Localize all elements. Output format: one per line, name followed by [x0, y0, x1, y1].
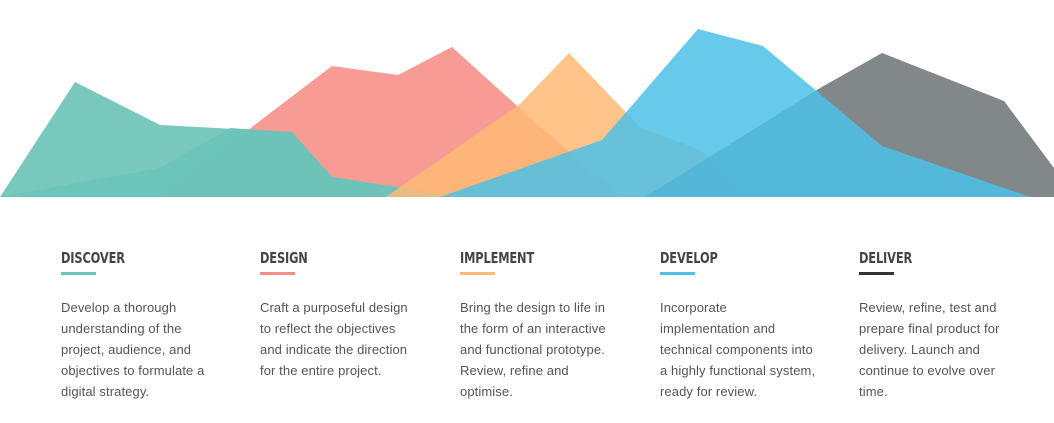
stage-underline-deliver	[859, 272, 894, 275]
mountain-develop	[440, 29, 1030, 197]
stage-underline-implement	[460, 272, 495, 275]
mountain-range-illustration	[0, 29, 1054, 197]
stage-underline-design	[260, 272, 295, 275]
stage-deliver: DELIVER Review, refine, test and prepare…	[859, 248, 1019, 402]
stage-description-deliver: Review, refine, test and prepare final p…	[859, 300, 1000, 399]
stage-discover: DISCOVER Develop a thorough understandin…	[61, 248, 221, 402]
stage-implement: IMPLEMENT Bring the design to life in th…	[460, 248, 620, 402]
stage-title-develop: DEVELOP	[660, 249, 718, 267]
process-stages: DISCOVER Develop a thorough understandin…	[0, 248, 1054, 423]
stage-underline-develop	[660, 272, 695, 275]
stage-develop: DEVELOP Incorporate implementation and t…	[660, 248, 820, 402]
stage-title-design: DESIGN	[260, 249, 308, 267]
stage-title-implement: IMPLEMENT	[460, 249, 535, 267]
stage-title-deliver: DELIVER	[859, 249, 913, 267]
stage-description-discover: Develop a thorough understanding of the …	[61, 300, 205, 399]
stage-description-develop: Incorporate implementation and technical…	[660, 300, 816, 399]
stage-design: DESIGN Craft a purposeful design to refl…	[260, 248, 420, 381]
stage-description-implement: Bring the design to life in the form of …	[460, 300, 606, 399]
stage-title-discover: DISCOVER	[61, 249, 125, 267]
stage-underline-discover	[61, 272, 96, 275]
stage-description-design: Craft a purposeful design to reflect the…	[260, 300, 408, 378]
mountain-discover-back	[0, 128, 460, 197]
